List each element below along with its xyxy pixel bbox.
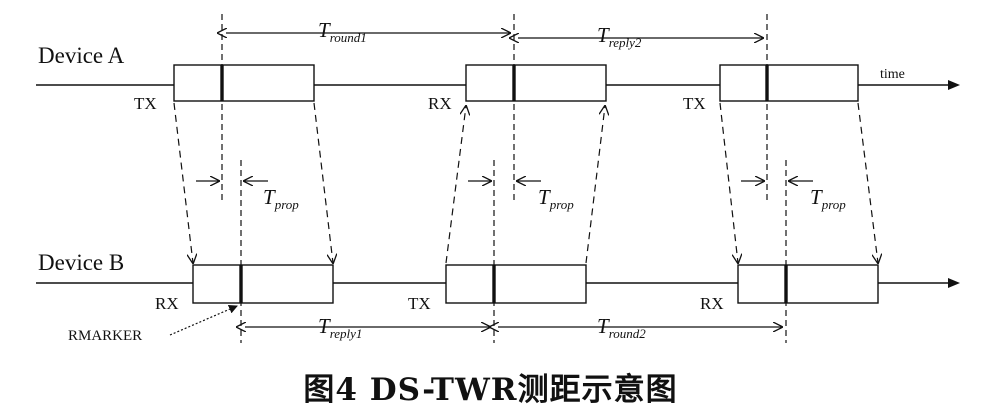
t-reply2-label: Treply2 — [597, 23, 642, 50]
b-frame-3 — [737, 264, 879, 304]
signal-a-to-b-start-3 — [719, 102, 738, 263]
signal-b-to-a-start-2 — [445, 106, 466, 264]
t-prop-label-2: Tprop — [538, 185, 574, 212]
rmarker-label: RMARKER — [68, 328, 142, 344]
a-frame-1 — [173, 64, 315, 102]
device-b-time-arrowhead — [948, 278, 960, 288]
b-frame-label-2: TX — [408, 294, 431, 313]
device-a-label: Device A — [38, 43, 125, 68]
device-b-label: Device B — [38, 250, 124, 275]
a-frame-label-3: TX — [683, 94, 706, 113]
t-round2-label: Tround2 — [597, 314, 646, 341]
signal-a-to-b-end-3 — [857, 102, 878, 263]
a-frame-2 — [465, 64, 607, 102]
figure-caption: 图4 DS-TWR测距示意图 — [303, 372, 678, 408]
b-frame-2 — [445, 264, 587, 304]
b-frame-label-1: RX — [155, 294, 179, 313]
signal-a-to-b-end-1 — [313, 102, 333, 263]
a-frame-label-2: RX — [428, 94, 452, 113]
b-frame-1 — [192, 264, 334, 304]
t-prop-label-1: Tprop — [263, 185, 299, 212]
rmarker-pointer — [169, 305, 238, 336]
t-round1-label: Tround1 — [318, 18, 367, 45]
t-reply1-label: Treply1 — [318, 314, 362, 341]
time-label: time — [880, 67, 905, 82]
a-frame-label-1: TX — [134, 94, 157, 113]
a-frame-3 — [719, 64, 859, 102]
b-frame-label-3: RX — [700, 294, 724, 313]
device-a-time-arrowhead — [948, 80, 960, 90]
signal-b-to-a-end-2 — [585, 106, 605, 264]
signal-a-to-b-start-1 — [173, 102, 193, 263]
t-prop-label-3: Tprop — [810, 185, 846, 212]
